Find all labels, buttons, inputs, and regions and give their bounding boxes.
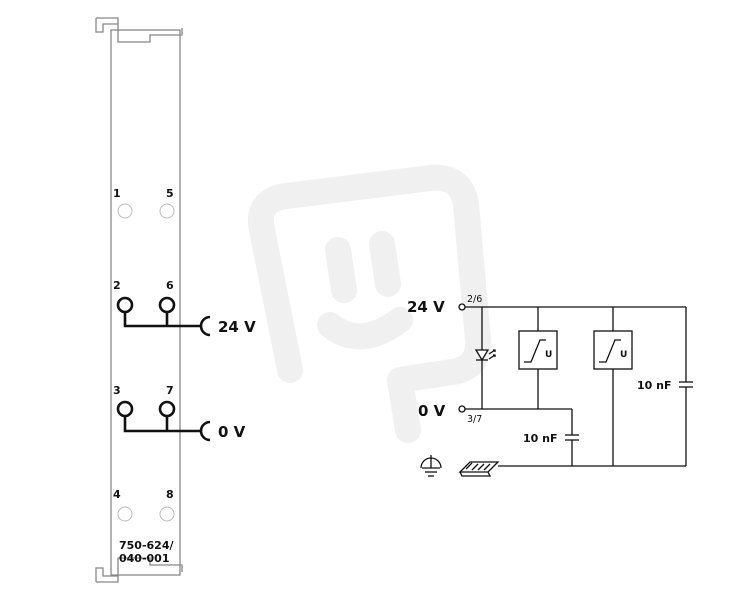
earth-ground-icon: [420, 455, 442, 477]
suppressor-1-u: U: [545, 350, 552, 360]
module-body: [110, 29, 181, 576]
pin-24v-terminal: [458, 303, 466, 311]
terminal-1-inactive: [117, 203, 133, 219]
din-rail-icon: [458, 461, 500, 477]
led-icon: [474, 349, 490, 362]
terminal-number-4: 4: [113, 488, 121, 501]
module-bottom-clip: [95, 557, 183, 582]
module-top-clip: [95, 18, 183, 43]
suppressor-1-icon: [524, 339, 546, 363]
terminal-number-8: 8: [166, 488, 174, 501]
schematic-label-0v: 0 V: [418, 402, 446, 420]
suppressor-2-icon: [599, 339, 621, 363]
terminal-8-inactive: [159, 506, 175, 522]
terminal-2: [116, 296, 134, 314]
terminal-module: [95, 17, 183, 583]
terminal-number-2: 2: [113, 279, 121, 292]
terminal-4-inactive: [117, 506, 133, 522]
wire-0v: [123, 416, 200, 433]
terminal-3: [116, 400, 134, 418]
terminal-number-1: 1: [113, 187, 121, 200]
pin-0v-terminal: [458, 405, 466, 413]
terminal-6: [158, 296, 176, 314]
part-number-line1: 750-624/: [119, 539, 174, 552]
connector-24v: [199, 315, 211, 337]
module-label-24v: 24 V: [218, 318, 256, 336]
terminal-7: [158, 400, 176, 418]
terminal-number-6: 6: [166, 279, 174, 292]
pin-label-3-7: 3/7: [467, 414, 482, 425]
schematic-label-24v: 24 V: [407, 298, 445, 316]
terminal-number-7: 7: [166, 384, 174, 397]
part-number-line2: 040-001: [119, 552, 170, 565]
connector-0v: [199, 420, 211, 442]
module-label-0v: 0 V: [218, 423, 246, 441]
capacitor-2-label: 10 nF: [637, 379, 671, 392]
suppressor-2-u: U: [620, 350, 627, 360]
terminal-number-3: 3: [113, 384, 121, 397]
terminal-number-5: 5: [166, 187, 174, 200]
pin-label-2-6: 2/6: [467, 294, 482, 305]
terminal-5-inactive: [159, 203, 175, 219]
wire-24v: [123, 312, 200, 328]
capacitor-1-label: 10 nF: [523, 432, 557, 445]
watermark-logo: [248, 164, 492, 443]
